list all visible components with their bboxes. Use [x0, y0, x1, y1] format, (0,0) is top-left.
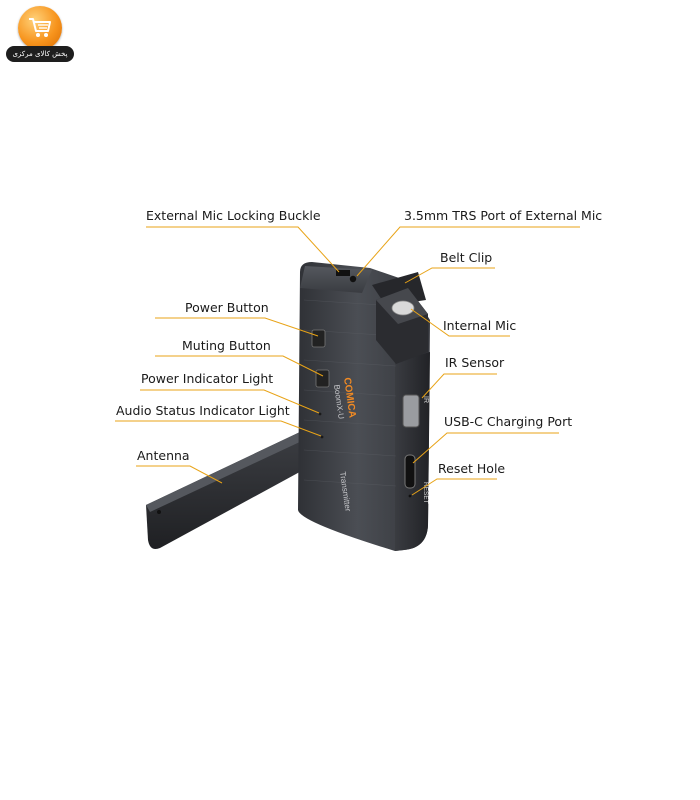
shopping-cart-icon [29, 18, 51, 37]
usbc-port [404, 454, 416, 489]
belt-clip [372, 272, 428, 364]
audio-light [320, 435, 324, 439]
internal-mic [391, 300, 415, 316]
ir-sensor [402, 394, 420, 428]
power-button [311, 329, 326, 348]
trs-port [349, 275, 357, 283]
callout-usbc-port: USB-C Charging Port [444, 414, 573, 429]
callout-power-button: Power Button [185, 300, 269, 315]
callout-ext-mic-buckle: External Mic Locking Buckle [146, 208, 321, 223]
store-logo: پخش کالای مرکزی [6, 6, 74, 66]
antenna [146, 432, 318, 549]
ir-mark: IR [422, 396, 429, 403]
leader-lines [115, 226, 580, 496]
callout-muting-button: Muting Button [182, 338, 271, 353]
callout-audio-light: Audio Status Indicator Light [116, 403, 290, 418]
callout-power-light: Power Indicator Light [141, 371, 274, 386]
logo-badge [18, 6, 62, 50]
callout-internal-mic: Internal Mic [443, 318, 517, 333]
reset-mark: RESET [422, 482, 429, 504]
callout-ir-sensor: IR Sensor [445, 355, 505, 370]
logo-text: پخش کالای مرکزی [6, 46, 74, 62]
callout-trs-port: 3.5mm TRS Port of External Mic [404, 208, 603, 223]
power-light [318, 412, 322, 416]
callout-antenna: Antenna [137, 448, 190, 463]
callout-reset-hole: Reset Hole [438, 461, 506, 476]
mic-buckle-slot [336, 270, 350, 276]
reset-hole [408, 494, 412, 498]
callout-belt-clip: Belt Clip [440, 250, 493, 265]
mute-button [315, 369, 330, 388]
